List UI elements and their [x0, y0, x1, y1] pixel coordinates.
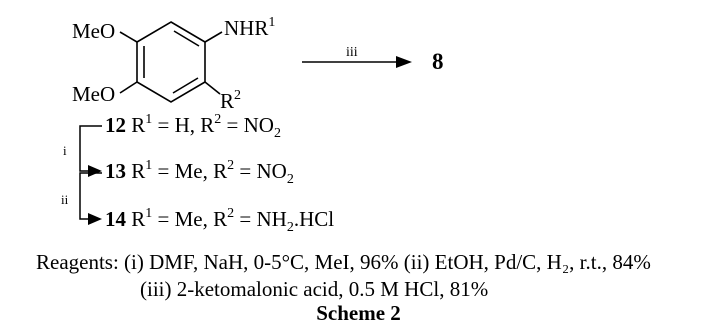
reagents-line-1: Reagents: (i) DMF, NaH, 0-5°C, MeI, 96% … — [36, 250, 651, 274]
nhr1-label: NHR1 — [224, 15, 275, 40]
bond-nhr — [204, 31, 223, 43]
scheme-caption: Scheme 2 — [316, 301, 401, 325]
compound-13-line: 13 R1 = Me, R2 = NO2 — [105, 158, 294, 187]
step-label-ii: ii — [61, 192, 69, 207]
arrow-label-iii: iii — [346, 45, 358, 60]
bond-meo-bottom — [119, 81, 138, 94]
bond-r2 — [204, 81, 221, 95]
step-arrow-i — [79, 125, 102, 172]
step-arrow-ii — [79, 172, 102, 220]
bond-meo-top — [119, 31, 138, 43]
step-arrow-i-head — [88, 165, 102, 177]
step-arrow-ii-head — [88, 213, 102, 225]
meo-bottom-label: MeO — [72, 82, 115, 106]
product-8: 8 — [432, 49, 444, 74]
step-label-i: i — [63, 143, 67, 158]
reagents-line-2: (iii) 2-ketomalonic acid, 0.5 M HCl, 81% — [140, 277, 489, 301]
compound-14-line: 14 R1 = Me, R2 = NH2.HCl — [105, 206, 334, 235]
meo-top-label: MeO — [72, 19, 115, 43]
arrow-head — [396, 56, 412, 68]
r2-label: R2 — [220, 88, 241, 113]
compound-12-line: 12 R1 = H, R2 = NO2 — [105, 112, 281, 141]
benzene-hexagon — [136, 21, 206, 103]
reaction-arrow-iii: iii — [302, 45, 412, 68]
double-bond-2 — [172, 77, 199, 94]
double-bond-1 — [173, 30, 200, 47]
benzene-ring — [119, 21, 223, 103]
